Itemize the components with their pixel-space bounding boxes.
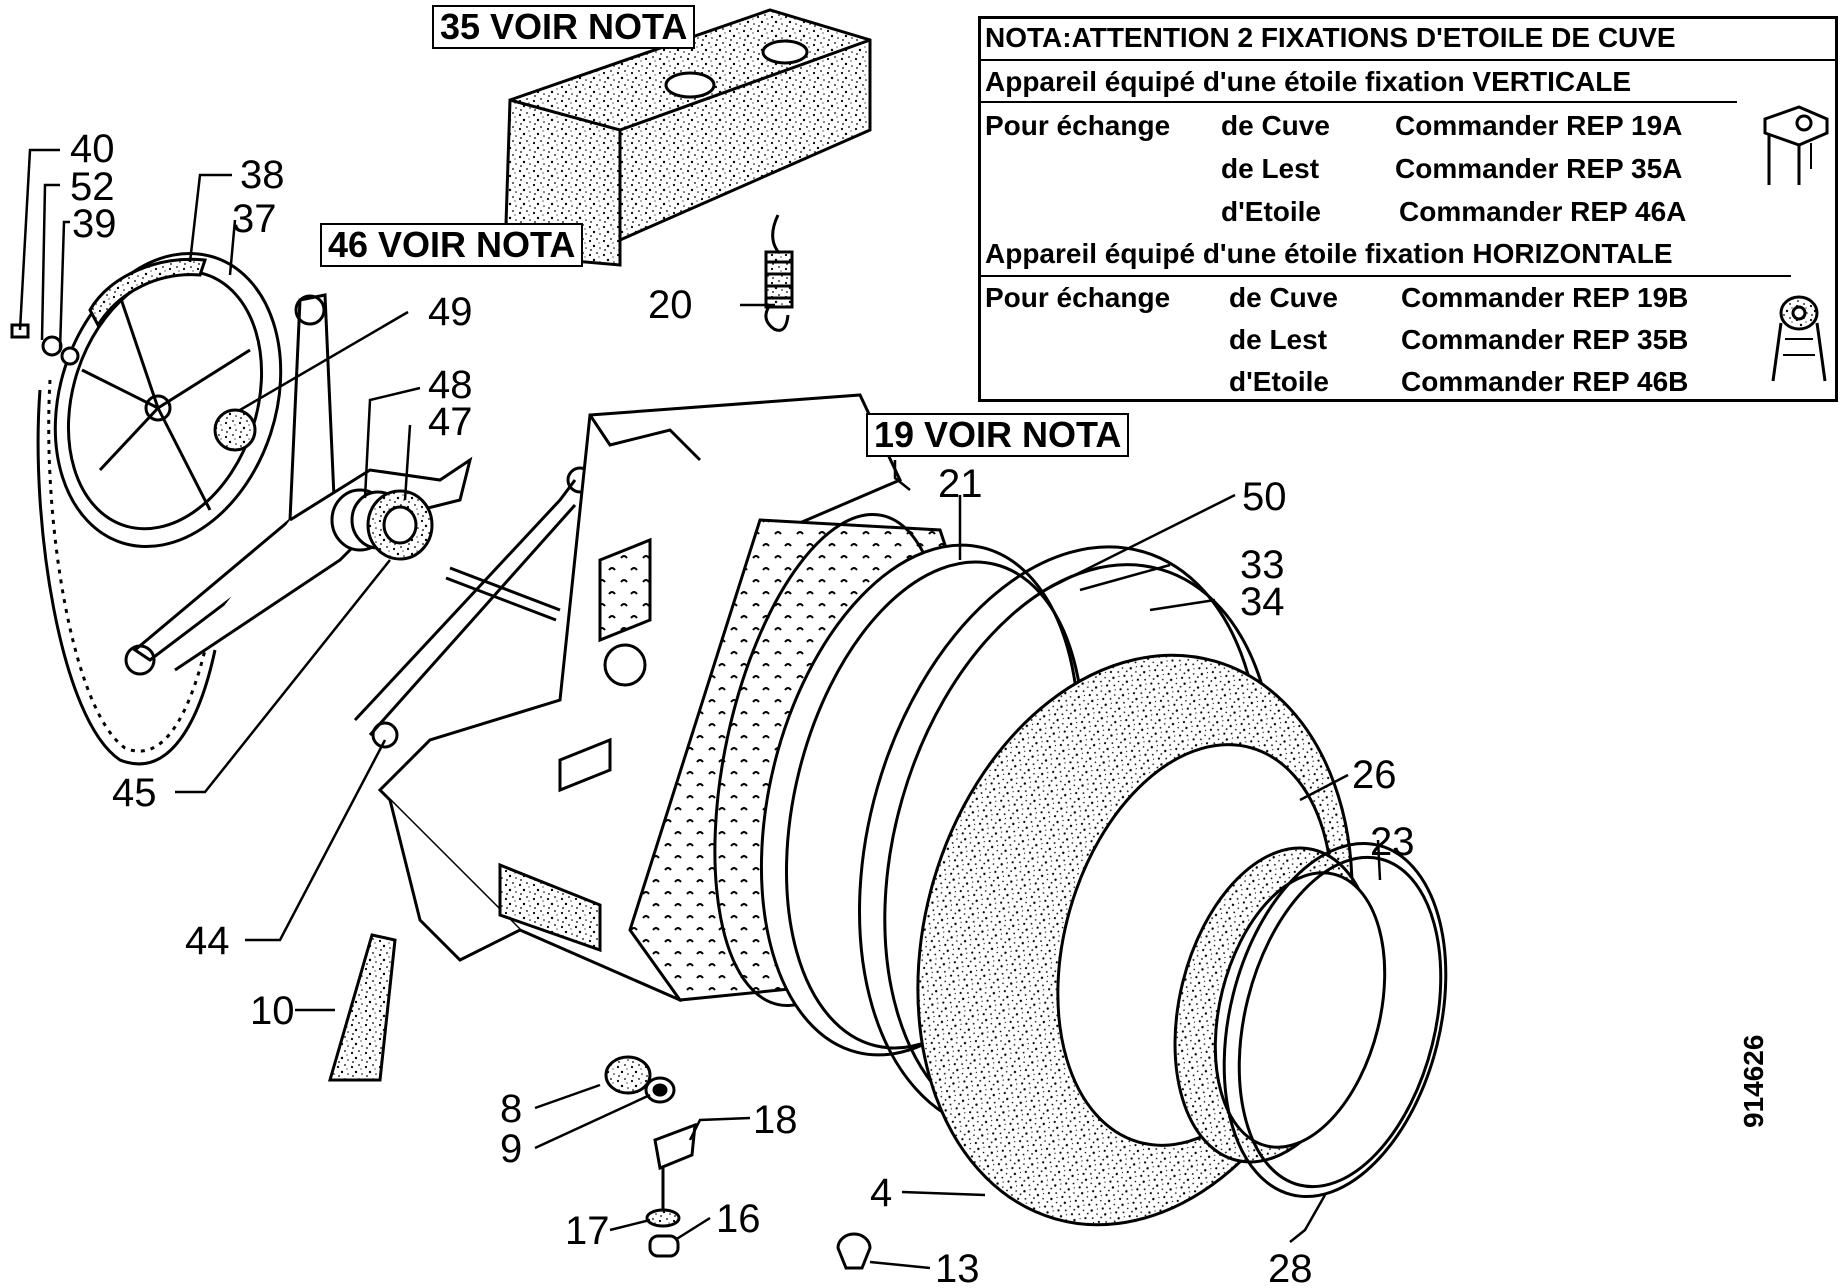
nota-vertical-heading: Appareil équipé d'une étoile fixation VE… [985,66,1632,97]
horizontal-fixation-icon [1771,295,1827,382]
nota-vertical-item-etoile: d'Etoile [1221,196,1321,227]
nota-horizontal-item-cuve: de Cuve [1229,282,1338,313]
nota-vertical-prefix: Pour échange [985,110,1171,141]
part-label-9: 9 [500,1127,522,1171]
part-label-21: 21 [938,462,983,506]
nota-vertical-item-lest: de Lest [1221,153,1320,184]
bearing-assembly-47-48 [330,488,561,622]
part-label-13: 13 [935,1247,980,1288]
callout-35-voir-nota: 35 VOIR NOTA [432,5,696,49]
nota-horizontal-order-etoile: Commander REP 46B [1401,366,1689,397]
part-label-26: 26 [1352,753,1397,797]
nota-horizontal-item-lest: de Lest [1229,324,1328,355]
nota-horizontal-order-lest: Commander REP 35B [1401,324,1689,355]
part-number-labels: 40 52 39 38 37 49 48 47 45 44 10 8 9 18 … [70,127,1415,1288]
nota-horizontal-prefix: Pour échange [985,282,1171,313]
part-label-16: 16 [716,1197,761,1241]
callout-46-voir-nota: 46 VOIR NOTA [320,223,584,267]
part-label-52: 52 [70,165,115,209]
part-label-45: 45 [112,771,157,815]
part-label-37: 37 [232,197,277,241]
shock-absorber-10 [328,933,397,1082]
drive-belt [36,379,217,766]
part-label-8: 8 [500,1087,522,1131]
nota-vertical-order-etoile: Commander REP 46A [1399,196,1687,227]
small-parts-16-17-18 [645,1122,697,1258]
nota-box: NOTA:ATTENTION 2 FIXATIONS D'ETOILE DE C… [978,16,1838,402]
part-label-23: 23 [1370,820,1415,864]
part-label-38: 38 [240,153,285,197]
part-label-17: 17 [565,1209,610,1253]
nota-horizontal-item-etoile: d'Etoile [1229,366,1329,397]
part-label-28: 28 [1268,1247,1313,1288]
callout-19-voir-nota: 19 VOIR NOTA [866,413,1130,457]
part-label-48: 48 [428,363,473,407]
part-label-40: 40 [70,127,115,171]
nota-horizontal-heading: Appareil équipé d'une étoile fixation HO… [985,238,1673,269]
pulley-37 [53,251,283,549]
small-parts-40-52-39 [10,323,80,366]
part-label-10: 10 [250,989,295,1033]
nota-horizontal-order-cuve: Commander REP 19B [1401,282,1689,313]
nota-title: NOTA:ATTENTION 2 FIXATIONS D'ETOILE DE C… [985,22,1676,53]
pulley-guard-38 [88,257,208,328]
spring-20 [764,214,794,332]
part-label-50: 50 [1242,475,1287,519]
small-part-13 [836,1232,872,1270]
leader-lines [18,148,1382,1270]
part-label-18: 18 [753,1098,798,1142]
part-label-4: 4 [870,1171,892,1215]
part-label-20: 20 [648,283,693,327]
nota-vertical-order-lest: Commander REP 35A [1395,153,1683,184]
part-label-39: 39 [72,202,117,246]
nota-vertical-order-cuve: Commander REP 19A [1395,110,1683,141]
part-label-34: 34 [1240,580,1285,624]
drawing-reference-code: 914626 [1738,1034,1769,1128]
part-label-49: 49 [428,290,473,334]
nota-vertical-item-cuve: de Cuve [1221,110,1330,141]
vertical-fixation-icon [1763,105,1829,185]
small-parts-8-9 [604,1055,676,1104]
part-label-44: 44 [185,919,230,963]
part-label-33: 33 [1240,543,1285,587]
part-label-47: 47 [428,400,473,444]
